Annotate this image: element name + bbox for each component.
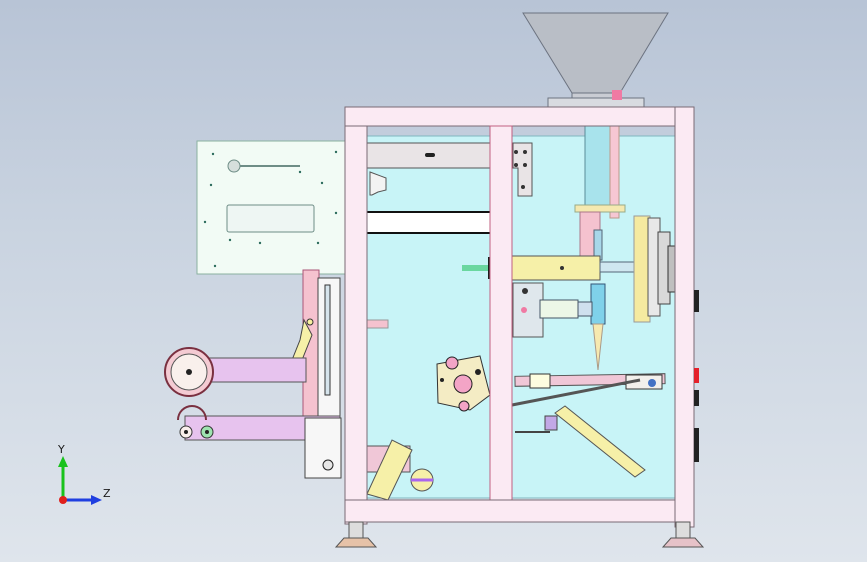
y-axis-label: Y	[57, 443, 65, 456]
horizontal-bar[interactable]	[365, 211, 493, 234]
main-frame[interactable]	[344, 106, 699, 528]
z-axis-label: Z	[103, 487, 111, 500]
lower-arm[interactable]	[177, 405, 342, 479]
pink-pin	[365, 319, 389, 329]
film-roller[interactable]	[164, 347, 307, 397]
drive-stack[interactable]	[633, 215, 677, 323]
control-plate[interactable]	[196, 140, 346, 275]
x-axis-dot	[59, 496, 67, 504]
hopper-sensor	[612, 90, 622, 100]
cylinder-assembly[interactable]	[512, 282, 593, 338]
left-column[interactable]	[287, 269, 341, 419]
bottom-motor[interactable]	[365, 439, 434, 501]
axis-triad: Y Z	[57, 443, 111, 505]
cam-mechanism[interactable]	[436, 355, 491, 412]
pusher-rods[interactable]	[511, 373, 666, 478]
hopper[interactable]	[522, 12, 669, 109]
machine-feet	[334, 521, 705, 548]
green-tab	[462, 265, 488, 271]
